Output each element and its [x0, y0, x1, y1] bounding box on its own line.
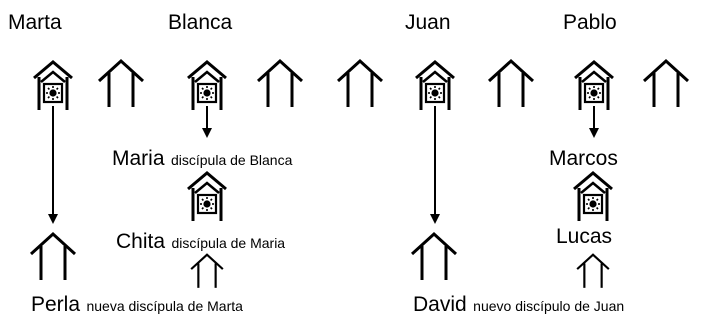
- house-icon-lucas: [576, 253, 610, 289]
- label-perla: Perla nueva discípula de Marta: [31, 294, 243, 315]
- house-with-sun-icon-maria: [186, 171, 228, 223]
- label-david: David nuevo discípulo de Juan: [413, 294, 624, 315]
- name-perla: Perla: [31, 293, 81, 316]
- name-maria: Maria: [112, 147, 165, 170]
- name-marcos: Marcos: [549, 147, 618, 170]
- note-chita: discípula de Maria: [171, 235, 286, 251]
- name-chita: Chita: [116, 230, 166, 253]
- house-icon-top-2: [97, 59, 145, 109]
- house-with-sun-icon-juan: [414, 60, 456, 112]
- name-juan: Juan: [405, 11, 451, 34]
- name-pablo: Pablo: [563, 11, 617, 34]
- house-icon-top-9: [642, 59, 690, 109]
- house-icon-top-5: [336, 59, 384, 109]
- house-icon-chita: [190, 253, 224, 289]
- house-icon-top-7: [487, 59, 535, 109]
- house-with-sun-icon-marcos: [572, 171, 614, 223]
- house-with-sun-icon-pablo: [573, 60, 615, 112]
- name-blanca: Blanca: [168, 11, 233, 34]
- house-icon-perla: [29, 232, 77, 282]
- house-icon-top-4: [256, 59, 304, 109]
- note-perla: nueva discípula de Marta: [86, 298, 243, 314]
- note-david: nuevo discípulo de Juan: [473, 298, 625, 314]
- label-maria: Maria discípula de Blanca: [112, 148, 292, 169]
- house-with-sun-icon-marta: [32, 60, 74, 112]
- name-lucas: Lucas: [556, 225, 613, 248]
- label-chita: Chita discípula de Maria: [116, 231, 285, 252]
- name-david: David: [413, 293, 467, 316]
- name-marta: Marta: [8, 11, 62, 34]
- house-icon-david: [410, 232, 458, 282]
- house-with-sun-icon-blanca: [186, 60, 228, 112]
- note-maria: discípula de Blanca: [170, 152, 293, 168]
